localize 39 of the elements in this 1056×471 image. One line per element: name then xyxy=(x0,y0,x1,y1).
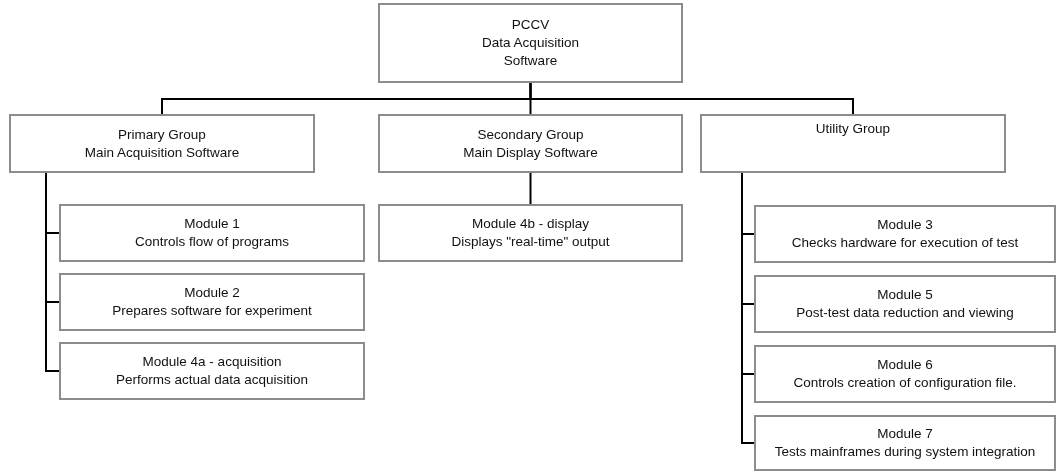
module-box xyxy=(754,275,1056,333)
module-box xyxy=(59,273,365,331)
module-box xyxy=(378,114,683,173)
box-title: PCCV xyxy=(511,16,550,34)
box-description: Checks hardware for execution of test xyxy=(791,234,1019,252)
box-title: Primary Group xyxy=(118,125,206,144)
box-description: Main Display Software xyxy=(463,143,598,162)
module-box xyxy=(378,204,683,262)
module-box xyxy=(754,415,1056,471)
connector-line xyxy=(529,82,854,115)
box-description: Data Acquisition Software xyxy=(481,34,580,70)
box-title: Module 7 xyxy=(877,425,933,443)
box-description: Post-test data reduction and viewing xyxy=(796,304,1014,322)
module-box xyxy=(378,3,683,83)
box-title: Module 4a - acquisition xyxy=(142,353,282,371)
box-title: Module 4b - display xyxy=(471,215,590,233)
box-title: Module 3 xyxy=(877,216,933,234)
module-box xyxy=(700,114,1006,173)
module-box xyxy=(59,342,365,400)
module-box xyxy=(9,114,315,173)
module-box xyxy=(59,204,365,262)
box-title: Module 6 xyxy=(877,356,933,374)
box-description: Controls creation of configuration file. xyxy=(793,374,1017,392)
box-title: Module 1 xyxy=(184,215,240,233)
module-box xyxy=(754,345,1056,403)
connector-line xyxy=(45,172,60,372)
connector-line xyxy=(741,172,755,444)
box-description: Controls flow of programs xyxy=(135,233,289,251)
box-description: Tests mainframes during system integration xyxy=(774,443,1036,461)
box-title: Utility Group xyxy=(815,120,891,138)
box-title: Module 5 xyxy=(877,286,933,304)
box-description: Main Acquisition Software xyxy=(84,143,240,162)
connector-line xyxy=(529,172,532,205)
box-description: Prepares software for experiment xyxy=(112,302,312,320)
module-box xyxy=(754,205,1056,263)
box-description: Performs actual data acquisition xyxy=(115,371,309,389)
box-title: Secondary Group xyxy=(477,125,584,144)
box-description: Displays "real-time" output xyxy=(451,233,610,251)
box-title: Module 2 xyxy=(184,284,240,302)
